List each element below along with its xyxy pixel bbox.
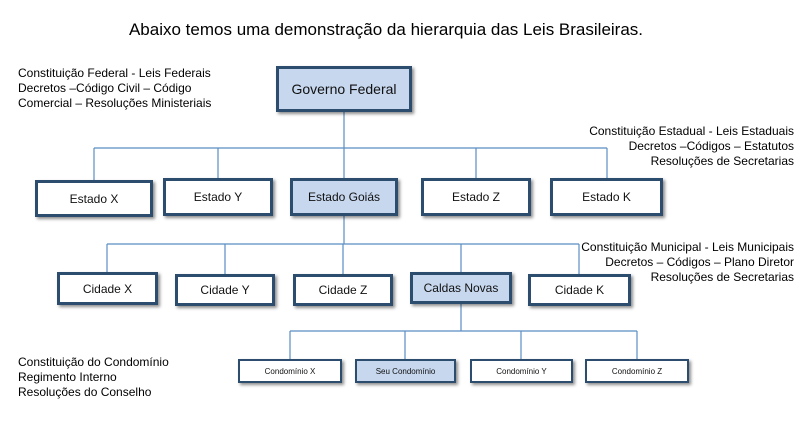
node-condo: Condomínio Y <box>470 359 573 383</box>
node-city: Cidade Y <box>175 274 275 306</box>
node-label: Condomínio Z <box>611 366 663 376</box>
node-label: Estado Y <box>193 190 243 204</box>
node-label: Estado K <box>582 190 631 204</box>
node-label: Estado Z <box>451 190 501 204</box>
note-line: Constituição Estadual - Leis Estaduais <box>589 124 794 138</box>
note-line: Comercial – Resoluções Ministeriais <box>18 96 212 110</box>
node-label: Cidade K <box>554 283 605 297</box>
node-city-caldas-novas: Caldas Novas <box>410 272 512 304</box>
node-label: Caldas Novas <box>423 281 499 295</box>
node-condo: Condomínio Z <box>585 359 689 383</box>
node-condo-seu: Seu Condomínio <box>355 359 456 383</box>
note-line: Resoluções de Secretarias <box>650 270 794 284</box>
note-line: Decretos – Códigos – Plano Diretor <box>605 255 794 269</box>
node-state: Estado Y <box>163 178 273 216</box>
node-label: Cidade Z <box>318 283 368 297</box>
node-label: Cidade Y <box>200 283 250 297</box>
node-city: Cidade Z <box>293 274 393 306</box>
node-state: Estado K <box>550 178 663 216</box>
node-label: Seu Condomínio <box>375 366 436 376</box>
note-line: Resoluções do Conselho <box>18 385 152 399</box>
node-state: Estado X <box>35 180 153 217</box>
node-label: Governo Federal <box>291 81 397 97</box>
node-label: Estado X <box>69 191 119 206</box>
node-label: Condomínio Y <box>496 366 547 376</box>
note-line: Decretos –Código Civil – Código <box>18 81 192 95</box>
note-condominio: Constituição do Condomínio Regimento Int… <box>18 355 169 400</box>
node-label: Cidade X <box>82 281 133 296</box>
node-governo-federal: Governo Federal <box>276 66 412 112</box>
note-line: Regimento Interno <box>18 370 117 384</box>
node-state: Estado Z <box>421 178 531 216</box>
node-label: Condomínio X <box>264 366 316 376</box>
note-estadual: Constituição Estadual - Leis Estaduais D… <box>589 124 794 169</box>
node-city: Cidade X <box>57 272 158 305</box>
note-line: Constituição Municipal - Leis Municipais <box>581 240 794 254</box>
node-condo: Condomínio X <box>238 359 342 383</box>
note-line: Constituição do Condomínio <box>18 355 169 369</box>
note-line: Resoluções de Secretarias <box>650 154 794 168</box>
note-line: Decretos –Códigos – Estatutos <box>628 139 794 153</box>
node-city: Cidade K <box>528 274 631 306</box>
node-label: Estado Goiás <box>307 190 381 204</box>
note-federal: Constituição Federal - Leis Federais Dec… <box>18 66 211 111</box>
node-state-goias: Estado Goiás <box>290 178 398 216</box>
note-line: Constituição Federal - Leis Federais <box>18 66 211 80</box>
diagram-title: Abaixo temos uma demonstração da hierarq… <box>128 20 644 39</box>
note-municipal: Constituição Municipal - Leis Municipais… <box>581 240 794 285</box>
